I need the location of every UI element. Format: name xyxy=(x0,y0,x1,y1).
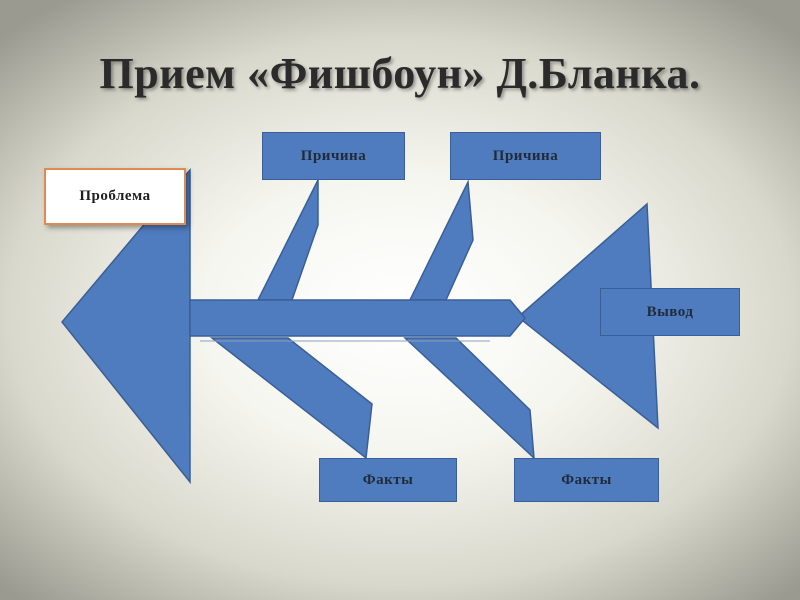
lower-bone-1 xyxy=(209,337,373,460)
lower-bone-2 xyxy=(403,337,535,460)
cause-box-2: Причина xyxy=(450,132,601,180)
upper-bone-2 xyxy=(408,179,474,301)
facts-label-1: Факты xyxy=(362,471,414,488)
conclusion-box: Вывод xyxy=(600,288,740,336)
slide-title: Прием «Фишбоун» Д.Бланка. xyxy=(99,49,701,98)
cause-box-1: Причина xyxy=(262,132,405,180)
cause-label-1: Причина xyxy=(300,147,367,164)
cause-label-2: Причина xyxy=(492,147,559,164)
conclusion-label: Вывод xyxy=(646,303,694,320)
facts-box-2: Факты xyxy=(514,458,659,502)
upper-bone-1 xyxy=(256,179,319,301)
problem-label: Проблема xyxy=(79,188,151,204)
facts-label-2: Факты xyxy=(561,471,612,488)
facts-box-1: Факты xyxy=(319,458,457,502)
fish-spine xyxy=(189,299,526,337)
problem-box: Проблема xyxy=(44,168,186,225)
